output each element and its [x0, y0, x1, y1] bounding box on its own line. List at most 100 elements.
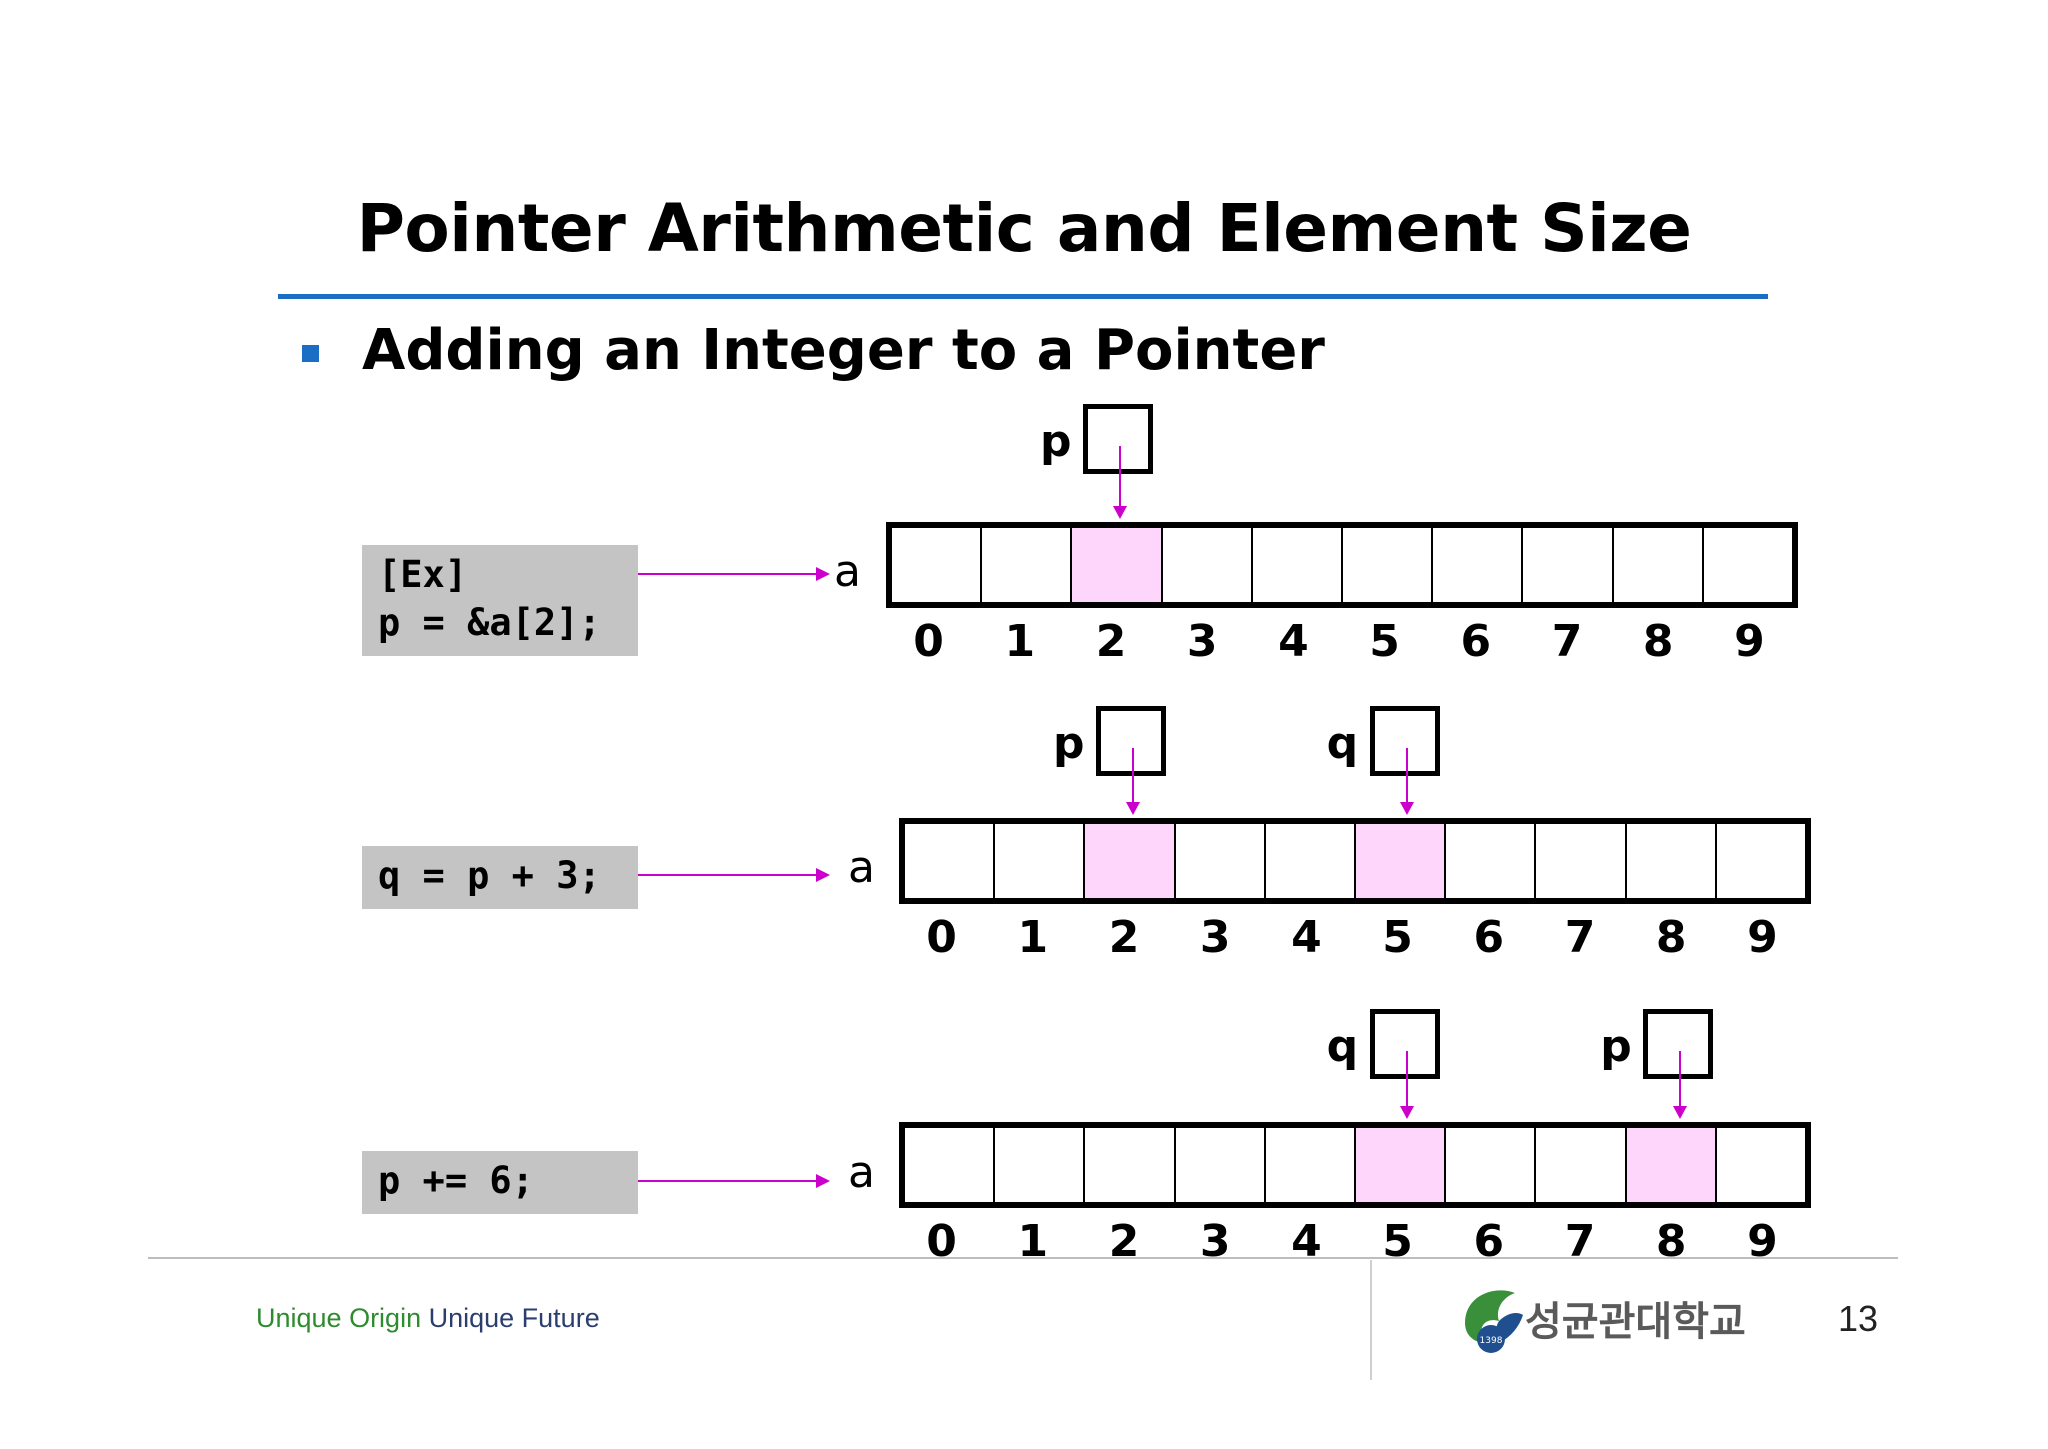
code-line: q = p + 3; — [378, 854, 601, 897]
logo-seal-year: 1398 — [1480, 1336, 1503, 1346]
array-cell — [905, 824, 996, 898]
arrow-line — [638, 874, 818, 876]
array-cell — [1613, 528, 1704, 602]
array-cell — [1716, 1128, 1806, 1202]
index-label: 4 — [1291, 912, 1322, 963]
index-label: 2 — [1108, 912, 1140, 963]
array-cell — [905, 1128, 996, 1202]
code-line: [Ex] — [378, 553, 468, 596]
index-label: 0 — [926, 912, 957, 963]
pointer-name-label: p — [1600, 1021, 1632, 1072]
array-cell — [1433, 528, 1524, 602]
index-label: 8 — [1642, 616, 1674, 667]
array-cell — [1175, 824, 1266, 898]
array-cell — [1175, 1128, 1266, 1202]
arrow-head-icon — [816, 567, 830, 581]
array-cell — [1265, 824, 1357, 898]
array-name-label: a — [834, 546, 861, 597]
index-label: 1 — [1004, 616, 1036, 667]
array-name-label: a — [848, 842, 875, 893]
pointer-name-label: q — [1326, 718, 1359, 769]
footer-tagline: Unique Origin Unique Future — [256, 1303, 600, 1334]
footer-divider — [148, 1257, 1898, 1259]
array-cell — [1523, 528, 1614, 602]
title-underline — [278, 294, 1768, 299]
index-label: 7 — [1551, 616, 1583, 667]
pointer-name-label: q — [1326, 1021, 1359, 1072]
index-label: 9 — [1747, 1216, 1778, 1267]
array-a — [899, 1122, 1811, 1208]
array-a — [899, 818, 1811, 904]
array-cell — [1536, 824, 1627, 898]
pointer-arrow-head-icon — [1673, 1106, 1688, 1119]
array-cell — [1252, 528, 1344, 602]
array-cell — [892, 528, 983, 602]
pointer-arrow-line — [1405, 1051, 1408, 1108]
pointer-name-label: p — [1053, 718, 1085, 769]
bullet-square-icon — [302, 345, 319, 362]
array-cell — [1162, 528, 1253, 602]
array-a — [886, 522, 1798, 608]
array-cell — [1085, 1128, 1176, 1202]
index-label: 3 — [1199, 912, 1231, 963]
array-cell — [1446, 824, 1537, 898]
array-name-label: a — [848, 1147, 875, 1198]
array-cell — [1626, 1128, 1717, 1202]
index-label: 9 — [1734, 616, 1765, 667]
index-label: 5 — [1382, 912, 1413, 963]
index-label: 3 — [1186, 616, 1218, 667]
tagline-origin: Unique Origin — [256, 1303, 422, 1333]
arrow-head-icon — [816, 868, 830, 882]
index-label: 9 — [1747, 912, 1778, 963]
array-cell — [1446, 1128, 1537, 1202]
pointer-name-label: p — [1040, 416, 1072, 467]
slide-subtitle: Adding an Integer to a Pointer — [362, 318, 1325, 383]
pointer-box — [1083, 404, 1153, 474]
array-cell — [1536, 1128, 1627, 1202]
tagline-future: Unique Future — [428, 1303, 600, 1333]
pointer-arrow-head-icon — [1399, 802, 1414, 815]
index-label: 4 — [1291, 1216, 1322, 1267]
array-cell — [1343, 528, 1434, 602]
index-label: 6 — [1473, 1216, 1505, 1267]
pointer-arrow-head-icon — [1113, 506, 1127, 519]
code-box: q = p + 3; — [362, 846, 638, 909]
index-label: 0 — [926, 1216, 957, 1267]
code-box: p += 6; — [362, 1151, 638, 1214]
slide-title: Pointer Arithmetic and Element Size — [356, 190, 1692, 267]
index-label: 8 — [1655, 912, 1687, 963]
index-label: 1 — [1017, 912, 1049, 963]
array-cell — [1072, 528, 1163, 602]
code-line: p = &a[2]; — [378, 601, 601, 644]
university-logo: 1398 성균관대학교 — [1465, 1290, 1746, 1353]
pointer-box — [1096, 706, 1166, 776]
index-label: 4 — [1278, 616, 1309, 667]
arrow-line — [638, 1180, 818, 1182]
array-cell — [995, 1128, 1086, 1202]
pointer-box — [1369, 1009, 1440, 1079]
index-label: 6 — [1460, 616, 1492, 667]
index-label: 5 — [1369, 616, 1400, 667]
arrow-line — [638, 573, 818, 575]
index-label: 7 — [1564, 1216, 1596, 1267]
index-label: 6 — [1473, 912, 1505, 963]
pointer-arrow-line — [1679, 1051, 1682, 1108]
pointer-arrow-line — [1119, 446, 1121, 508]
index-label: 3 — [1199, 1216, 1231, 1267]
logo-wordmark: 성균관대학교 — [1525, 1299, 1746, 1345]
array-cell — [982, 528, 1073, 602]
array-cell — [1085, 824, 1176, 898]
pointer-arrow-head-icon — [1399, 1106, 1414, 1119]
index-label: 7 — [1564, 912, 1596, 963]
code-line: p += 6; — [378, 1159, 534, 1202]
ginkgo-leaf-icon: 1398 — [1465, 1290, 1523, 1353]
footer-vertical-divider — [1370, 1260, 1372, 1380]
code-box: [Ex] p = &a[2]; — [362, 545, 638, 656]
pointer-arrow-head-icon — [1126, 802, 1140, 815]
array-cell — [1356, 824, 1447, 898]
index-label: 0 — [913, 616, 944, 667]
array-cell — [1703, 528, 1793, 602]
array-cell — [1716, 824, 1806, 898]
array-cell — [1265, 1128, 1357, 1202]
pointer-arrow-line — [1132, 748, 1134, 804]
